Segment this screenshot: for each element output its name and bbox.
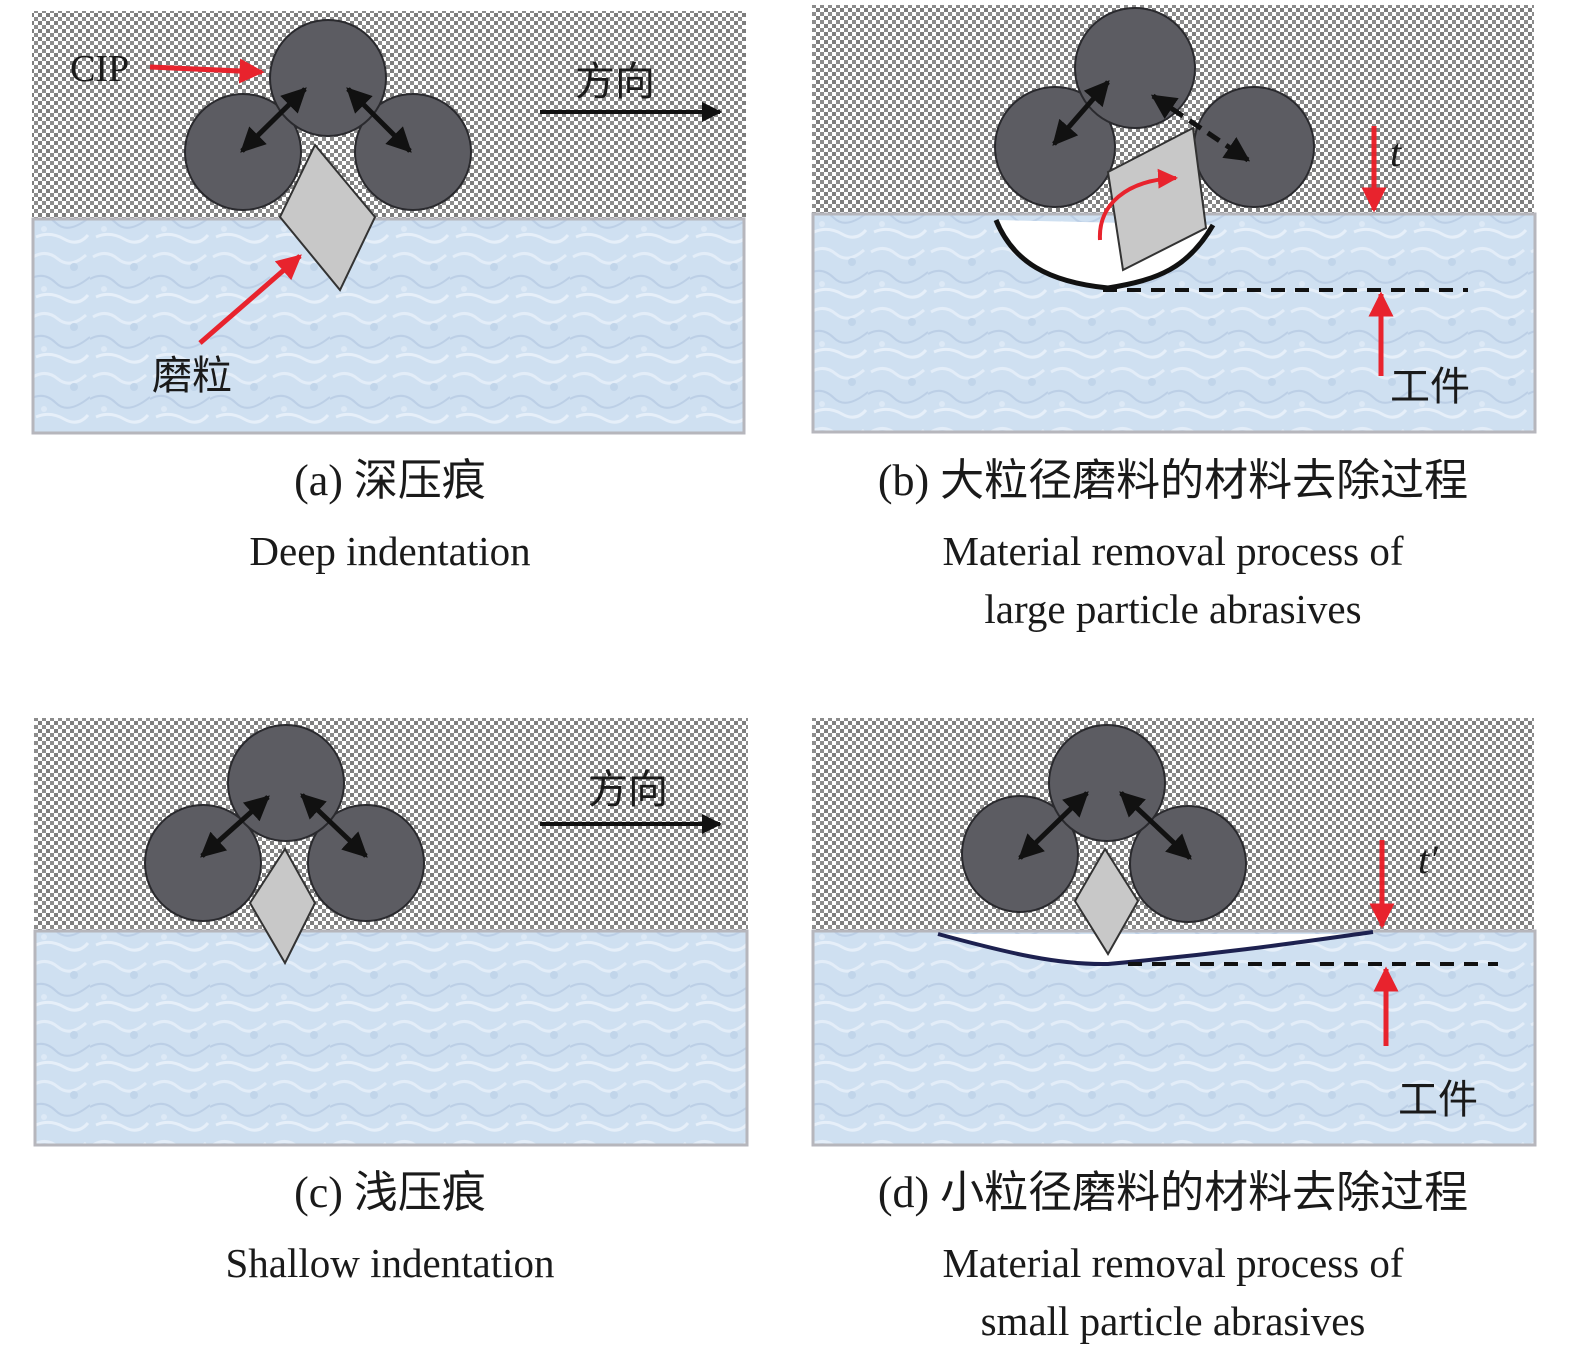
cip-pointer-arrow (149, 58, 265, 84)
caption-b-zh: (b) 大粒径磨料的材料去除过程 (877, 456, 1469, 505)
abrasive-grain (278, 143, 377, 292)
force-arrow (240, 87, 307, 153)
workpiece (31, 217, 746, 435)
caption-d: (d) 小粒径磨料的材料去除过程 Material removal proces… (808, 1164, 1538, 1350)
caption-b-en-line1: Material removal process of (942, 528, 1404, 574)
workpiece-label: 工件 (1390, 364, 1470, 409)
cip-particle (227, 724, 345, 842)
caption-a: (a) 深压痕 Deep indentation (30, 452, 750, 580)
cip-label: CIP (70, 48, 129, 90)
force-arrow (300, 793, 368, 858)
panel-d-diagram: t′ 工件 (811, 718, 1537, 1147)
force-arrow (1018, 791, 1089, 860)
caption-a-zh: (a) 深压痕 (294, 456, 486, 505)
abrasive-pointer-arrow (198, 254, 302, 345)
panel-b-diagram: t 工件 (811, 5, 1537, 434)
rotation-arrow (1097, 168, 1178, 241)
direction-label: 方向 (588, 767, 668, 812)
abrasive-label: 磨粒 (152, 353, 232, 398)
caption-c-zh: (c) 浅压痕 (294, 1168, 486, 1217)
force-arrow-dashed (1150, 93, 1251, 163)
abrasive-grain (248, 847, 317, 966)
caption-d-zh: (d) 小粒径磨料的材料去除过程 (877, 1168, 1469, 1217)
removal-cavity (938, 932, 1373, 965)
panel-c-diagram: 方向 (33, 718, 749, 1147)
force-arrow (1052, 80, 1110, 146)
cip-particle (1193, 86, 1315, 208)
force-arrow (200, 795, 270, 858)
caption-c-en: Shallow indentation (225, 1240, 555, 1286)
caption-a-en: Deep indentation (249, 528, 531, 574)
removal-cavity-outline (993, 219, 1216, 291)
panel-a-diagram: CIP 方向 磨粒 (31, 11, 746, 435)
cip-particle (269, 19, 387, 137)
caption-c: (c) 浅压痕 Shallow indentation (30, 1164, 750, 1292)
workpiece (811, 929, 1537, 1147)
abrasive-grain (1073, 847, 1140, 956)
depth-t-prime-label: t′ (1418, 837, 1439, 882)
workpiece (33, 929, 749, 1147)
force-arrow (1119, 791, 1192, 860)
removal-cavity-outline (937, 930, 1374, 967)
direction-label: 方向 (575, 59, 655, 104)
caption-d-en-line2: small particle abrasives (980, 1298, 1366, 1344)
caption-b: (b) 大粒径磨料的材料去除过程 Material removal proces… (808, 452, 1538, 638)
workpiece-label: 工件 (1398, 1077, 1478, 1122)
force-arrow (346, 87, 412, 153)
caption-d-en-line1: Material removal process of (942, 1240, 1404, 1286)
cip-particle (1048, 724, 1166, 842)
caption-b-en-line2: large particle abrasives (984, 586, 1362, 632)
depth-t-label: t (1390, 130, 1402, 175)
